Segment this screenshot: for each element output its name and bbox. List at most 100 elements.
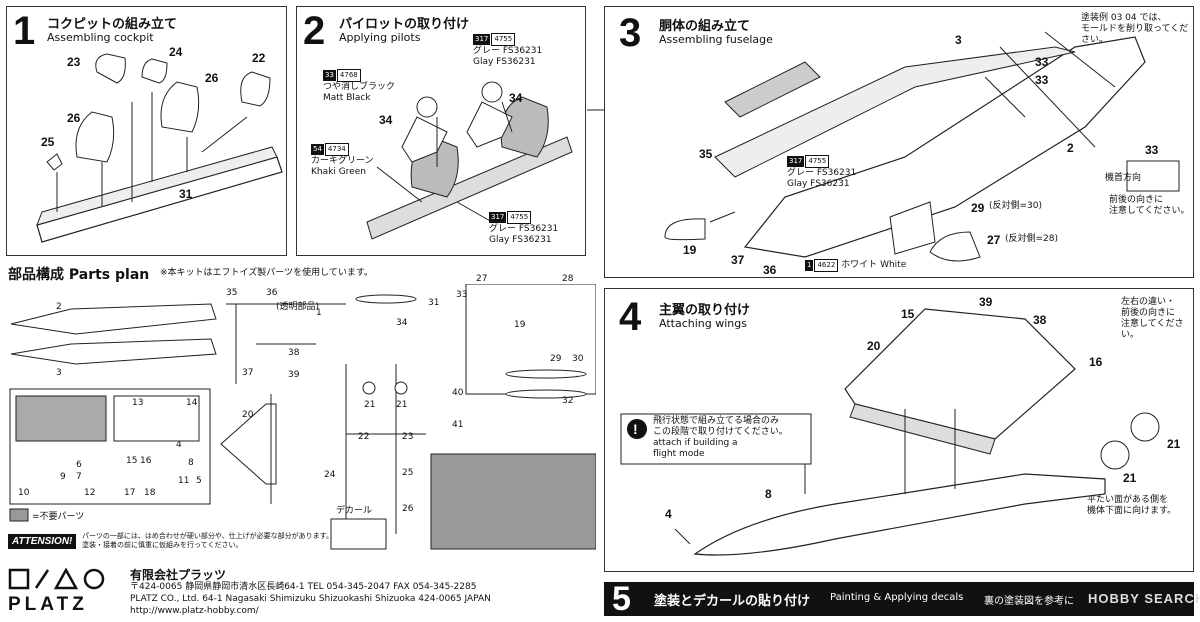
paint-jp: ホワイト — [841, 260, 878, 270]
pp-37: 37 — [242, 368, 254, 378]
unused-swatch — [9, 508, 29, 522]
clear-parts-label: (透明部品) — [276, 302, 320, 312]
pp-40: 40 — [452, 388, 464, 398]
pp-24: 24 — [324, 470, 336, 480]
step1-number: 1 — [13, 9, 36, 53]
paint-en: White — [880, 260, 907, 270]
pp-33: 33 — [456, 290, 468, 300]
step5-title-en: Painting & Applying decals — [830, 592, 964, 603]
step3-note-top: 塗装例 03 04 では、 モールドを削り取ってください。 — [1081, 13, 1189, 45]
paint-code-b: 4755 — [491, 33, 516, 46]
part-19: 19 — [683, 243, 697, 257]
pp-31: 31 — [428, 298, 440, 308]
step1-title-jp: コクピットの組み立て — [47, 17, 178, 32]
paint-code-b: 4768 — [336, 69, 361, 82]
step4-title-en: Attaching wings — [659, 317, 747, 330]
pp-4: 4 — [176, 440, 182, 450]
part-36: 36 — [763, 263, 777, 277]
step3-panel: 3 胴体の組み立て Assembling fuselage 塗装例 03 04 … — [604, 6, 1194, 278]
step5-number: 5 — [612, 580, 631, 618]
pp-19: 19 — [514, 320, 526, 330]
step1-panel: 1 コクピットの組み立て Assembling cockpit 23 24 22… — [6, 6, 287, 256]
part-4: 4 — [665, 507, 672, 521]
pp-17: 17 — [124, 488, 136, 498]
paint-code-b: 4755 — [805, 155, 830, 168]
pp-32: 32 — [562, 396, 574, 406]
part-20: 20 — [867, 339, 881, 353]
step4-note-right: 左右の違い・ 前後の向きに 注意してください。 — [1121, 297, 1184, 340]
pp-20: 20 — [242, 410, 254, 420]
part-23: 23 — [67, 55, 81, 69]
pp-35: 35 — [226, 288, 238, 298]
paint-jp: グレー FS36231 — [787, 168, 857, 178]
company-url[interactable]: http://www.platz-hobby.com/ — [130, 606, 259, 616]
parts-plan-title: 部品構成 Parts plan — [8, 267, 150, 283]
pp-36: 36 — [266, 288, 278, 298]
part-27-note: (反対側=28) — [1005, 234, 1059, 244]
pp-6: 6 — [76, 460, 82, 470]
pp-15: 15 — [126, 456, 138, 466]
part-33a: 33 — [1035, 55, 1049, 69]
paint-code-a: 317 — [787, 156, 805, 167]
step2-illustration — [366, 81, 573, 240]
part-21b: 21 — [1123, 471, 1137, 485]
part-21a: 21 — [1167, 437, 1181, 451]
pp-39: 39 — [288, 370, 300, 380]
pp-1: 1 — [316, 308, 322, 318]
part-35: 35 — [699, 147, 713, 161]
company-name: 有限会社プラッツ — [130, 568, 227, 582]
part-38: 38 — [1033, 313, 1047, 327]
step5-bar: 5 塗装とデカールの貼り付け Painting & Applying decal… — [604, 580, 1200, 618]
step1-title-en: Assembling cockpit — [47, 31, 154, 44]
part-8: 8 — [765, 487, 772, 501]
pp-10: 10 — [18, 488, 30, 498]
part-26a: 26 — [205, 71, 219, 85]
paint-code-b: 4622 — [814, 259, 839, 272]
part-26b: 26 — [67, 111, 81, 125]
paint-code-b: 4755 — [507, 211, 532, 224]
paint-code-b: 4734 — [324, 143, 349, 156]
company-address-en: PLATZ CO., Ltd. 64-1 Nagasaki Shimizuku … — [130, 594, 491, 604]
attention-badge: ATTENSION! — [8, 534, 77, 549]
step3-title-jp: 胴体の組み立て — [659, 19, 751, 34]
part-2: 2 — [1067, 141, 1074, 155]
pp-22: 22 — [358, 432, 370, 442]
part-16: 16 — [1089, 355, 1103, 369]
part-24: 24 — [169, 45, 183, 59]
part-33c: 33 — [1145, 143, 1159, 157]
step3-number: 3 — [619, 11, 642, 55]
paint-code-a: 317 — [489, 212, 507, 223]
step3-title-en: Assembling fuselage — [659, 33, 773, 46]
pp-3: 3 — [56, 368, 62, 378]
pp-9: 9 — [60, 472, 66, 482]
step3-direction-note: 前後の向きに 注意してください。 — [1109, 195, 1190, 216]
pp-2: 2 — [56, 302, 62, 312]
pp-13: 13 — [132, 398, 144, 408]
step3-direction-label: 機首方向 — [1105, 173, 1142, 183]
part-33b: 33 — [1035, 73, 1049, 87]
paint-jp: グレー FS36231 — [489, 224, 559, 234]
paint-jp: グレー FS36231 — [473, 46, 543, 56]
part-15: 15 — [901, 307, 915, 321]
step4-number: 4 — [619, 295, 642, 339]
paint-en: Khaki Green — [311, 167, 366, 177]
pp-18: 18 — [144, 488, 156, 498]
part-3: 3 — [955, 33, 962, 47]
pp-30: 30 — [572, 354, 584, 364]
unused-label: =不要パーツ — [32, 512, 85, 522]
platz-logo-shapes — [8, 568, 105, 590]
part-37: 37 — [731, 253, 745, 267]
part-29-note: (反対側=30) — [989, 201, 1043, 211]
flight-note: 飛行状態で組み立てる場合のみ この段階で取り付けてください。 attach if… — [653, 416, 788, 459]
paint-code-a: 33 — [323, 70, 336, 81]
exclamation-icon: ! — [633, 421, 638, 437]
pp-5: 5 — [196, 476, 202, 486]
step4-title-jp: 主翼の取り付け — [659, 303, 751, 318]
pp-21b: 21 — [396, 400, 408, 410]
paint-code-a: 317 — [473, 34, 491, 45]
step4-note-bottom: 平たい面がある側を 機体下面に向けます。 — [1087, 495, 1177, 516]
step3-illustration — [664, 31, 1180, 262]
